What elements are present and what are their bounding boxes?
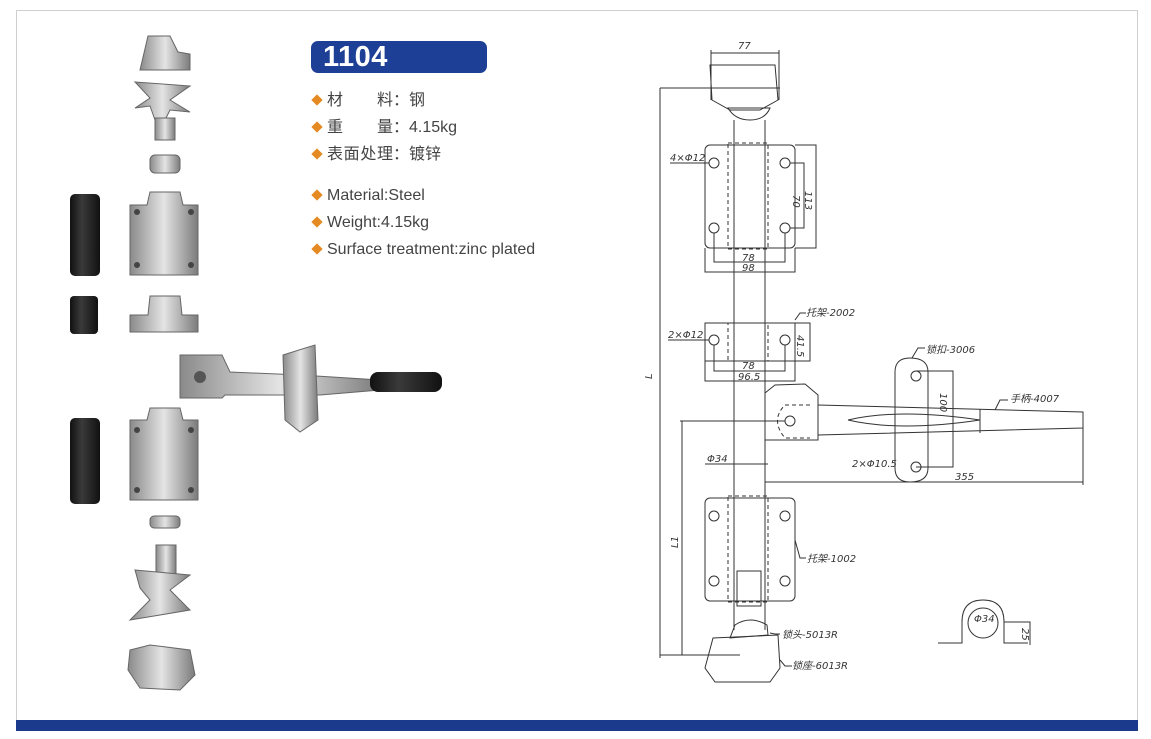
svg-text:托架-2002: 托架-2002 (806, 307, 855, 319)
svg-text:78: 78 (742, 361, 755, 372)
washer-top (149, 154, 181, 174)
drawing-bottom-cam-keeper: 锁头-5013R 锁座-6013R (660, 619, 848, 683)
svg-text:98: 98 (742, 263, 755, 274)
spec-weight-en: Weight:4.15kg (310, 209, 535, 236)
rubber-sleeve-2 (70, 296, 98, 334)
svg-text:96.5: 96.5 (738, 372, 760, 383)
svg-text:100: 100 (937, 393, 948, 412)
svg-text:手柄-4007: 手柄-4007 (1010, 393, 1060, 405)
svg-text:L1: L1 (670, 536, 681, 548)
svg-text:L: L (644, 373, 655, 379)
bracket-bottom-part (129, 407, 199, 501)
svg-text:2×Φ12: 2×Φ12 (668, 330, 703, 341)
drawing-middle-bracket: 2×Φ12 41.5 托架-2002 78 96.5 (668, 307, 855, 383)
keeper-top-part (139, 35, 191, 71)
spec-surface-cn: 表面处理：镀锌 (310, 141, 457, 168)
handle-assembly-part (179, 344, 442, 433)
keeper-bottom-part (127, 644, 196, 691)
drawing-bottom-bracket: 托架-1002 (704, 495, 856, 607)
specs-chinese: 材 料：钢 重 量：4.15kg 表面处理：镀锌 (310, 87, 457, 168)
svg-text:4×Φ12: 4×Φ12 (670, 153, 705, 164)
drawing-handle: 100 锁扣-3006 手柄-4007 355 2×Φ10.5 Φ34 (680, 344, 1084, 485)
svg-text:25: 25 (1019, 628, 1030, 641)
rubber-sleeve-1 (70, 194, 100, 276)
spec-surface-en: Surface treatment:zinc plated (310, 236, 535, 263)
svg-text:锁座-6013R: 锁座-6013R (792, 660, 848, 672)
drawing-clamp-detail: Φ34 25 (938, 599, 1031, 645)
rubber-sleeve-3 (70, 418, 100, 504)
model-number-badge: 1104 (311, 41, 487, 73)
spec-weight-cn: 重 量：4.15kg (310, 114, 457, 141)
svg-text:41.5: 41.5 (794, 335, 805, 357)
svg-text:Φ34: Φ34 (974, 614, 995, 625)
bottom-bar (16, 720, 1138, 731)
svg-text:2×Φ10.5: 2×Φ10.5 (852, 459, 897, 470)
specs-english: Material:Steel Weight:4.15kg Surface tre… (310, 182, 535, 263)
drawing-top-keeper: 77 (709, 41, 780, 121)
svg-text:355: 355 (955, 472, 974, 483)
cam-top-part (133, 81, 192, 141)
spec-material-en: Material:Steel (310, 182, 535, 209)
svg-text:Φ34: Φ34 (707, 454, 728, 465)
svg-text:77: 77 (738, 41, 751, 52)
spec-material-cn: 材 料：钢 (310, 87, 457, 114)
svg-text:78: 78 (742, 253, 755, 264)
page-frame (16, 10, 1138, 730)
svg-text:70: 70 (790, 195, 801, 208)
drawing-top-bracket: 4×Φ12 70 113 78 98 (670, 142, 817, 274)
svg-text:锁扣-3006: 锁扣-3006 (926, 344, 975, 356)
washer-bottom (149, 515, 181, 529)
bracket-middle-part (129, 295, 199, 333)
svg-text:托架-1002: 托架-1002 (807, 553, 856, 565)
svg-text:锁头-5013R: 锁头-5013R (782, 629, 838, 641)
bracket-top-part (129, 191, 199, 276)
svg-text:113: 113 (802, 191, 813, 210)
cam-bottom-part (128, 544, 192, 621)
